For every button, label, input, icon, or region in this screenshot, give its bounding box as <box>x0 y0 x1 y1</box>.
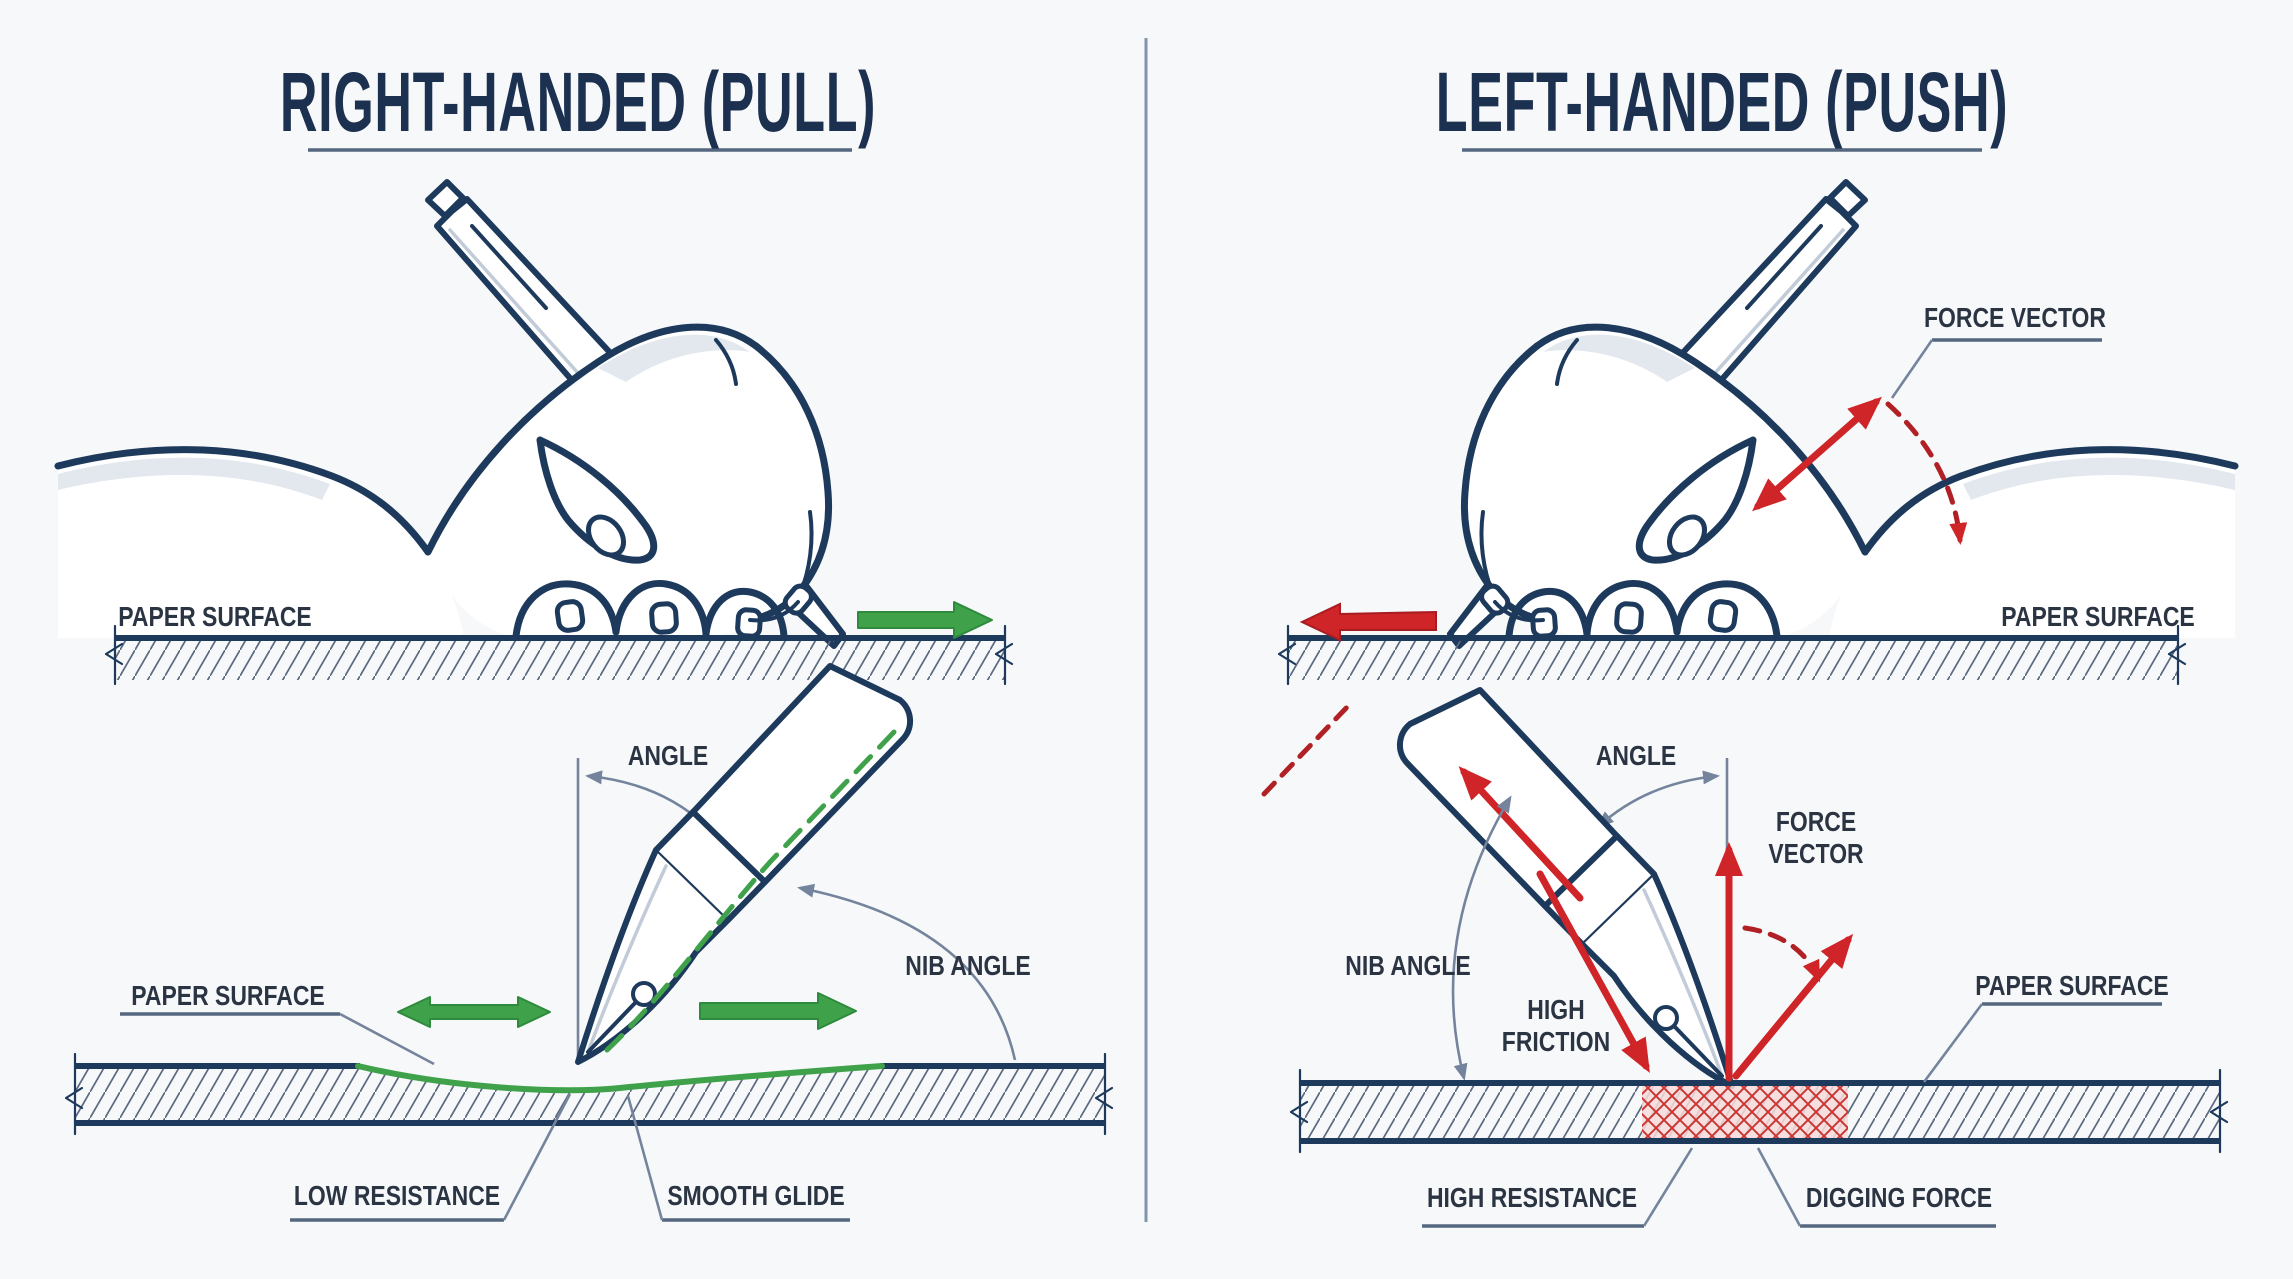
low-resistance-label: LOW RESISTANCE <box>293 1180 501 1211</box>
paper-hatch-band <box>75 1068 1105 1122</box>
paper-surface-line <box>1300 1080 2220 1086</box>
paper-surface-line <box>1288 635 2178 641</box>
push-direction-arrow <box>1299 602 1437 642</box>
pull-direction-arrow <box>857 601 993 639</box>
high-friction-label: HIGH FRICTION <box>1502 994 1610 1058</box>
force-arc-dashed <box>1885 401 1968 545</box>
left-nib-angle-label: NIB ANGLE <box>905 950 1031 981</box>
left-panel-title: RIGHT-HANDED (PULL) <box>279 55 877 149</box>
pen-ghost-dashes <box>1261 701 1353 797</box>
right-panel-title: LEFT-HANDED (PUSH) <box>1435 55 2009 149</box>
paper-surface-line <box>115 635 1005 641</box>
digging-force-label: DIGGING FORCE <box>1805 1182 1993 1213</box>
left-bottom-diagram <box>64 666 1114 1222</box>
high-friction-arrow <box>1536 870 1650 1074</box>
left-top-paper-surface-label: PAPER SURFACE <box>118 601 312 632</box>
stress-zone-crosshatch <box>1642 1086 1848 1140</box>
high-friction-line2: FRICTION <box>1501 1026 1611 1058</box>
force-vector-line1: FORCE <box>1775 806 1857 837</box>
digging-force-leader <box>1756 1147 1802 1227</box>
nib-angle-arc <box>1451 795 1512 1081</box>
force-vector-line2: VECTOR <box>1768 838 1864 870</box>
low-resistance-leader <box>502 1093 572 1221</box>
right-nib-angle-label: NIB ANGLE <box>1345 950 1471 981</box>
right-top-paper-surface-label: PAPER SURFACE <box>2001 601 2195 632</box>
resultant-force-arrow <box>1732 933 1854 1080</box>
paper-hatch-band <box>1288 641 2178 680</box>
left-angle-label: ANGLE <box>627 740 709 771</box>
high-resistance-label: HIGH RESISTANCE <box>1426 1182 1638 1213</box>
force-vector-leader <box>1890 339 1934 399</box>
high-friction-line1: HIGH <box>1527 994 1585 1025</box>
angle-arc <box>1596 770 1720 829</box>
force-vector-bottom-label: FORCE VECTOR <box>1768 806 1863 870</box>
paper-hatch-band <box>115 641 1005 680</box>
force-vector-top-label: FORCE VECTOR <box>1923 302 2107 333</box>
smooth-glide-curve <box>355 1063 885 1094</box>
smooth-glide-leader <box>626 1095 664 1221</box>
right-bottom-diagram <box>1261 690 2229 1228</box>
push-force-arrow <box>1458 766 1584 902</box>
smooth-glide-label: SMOOTH GLIDE <box>667 1180 845 1211</box>
glide-direction-arrow <box>699 992 857 1030</box>
left-bottom-paper-surface-label: PAPER SURFACE <box>131 980 325 1011</box>
force-rotation-arc <box>1742 925 1821 983</box>
right-top-illustration <box>1277 182 2235 686</box>
paper-surface-leader <box>339 1012 435 1066</box>
right-bottom-paper-surface-label: PAPER SURFACE <box>1975 970 2169 1001</box>
nib-angle-arc <box>797 883 1017 1061</box>
high-resistance-leader <box>1642 1147 1694 1227</box>
back-and-forth-arrow <box>397 996 551 1028</box>
left-top-illustration <box>58 182 1014 686</box>
force-vector-arrow <box>1751 396 1883 512</box>
paper-surface-leader <box>1922 1003 1984 1083</box>
right-angle-label: ANGLE <box>1595 740 1677 771</box>
